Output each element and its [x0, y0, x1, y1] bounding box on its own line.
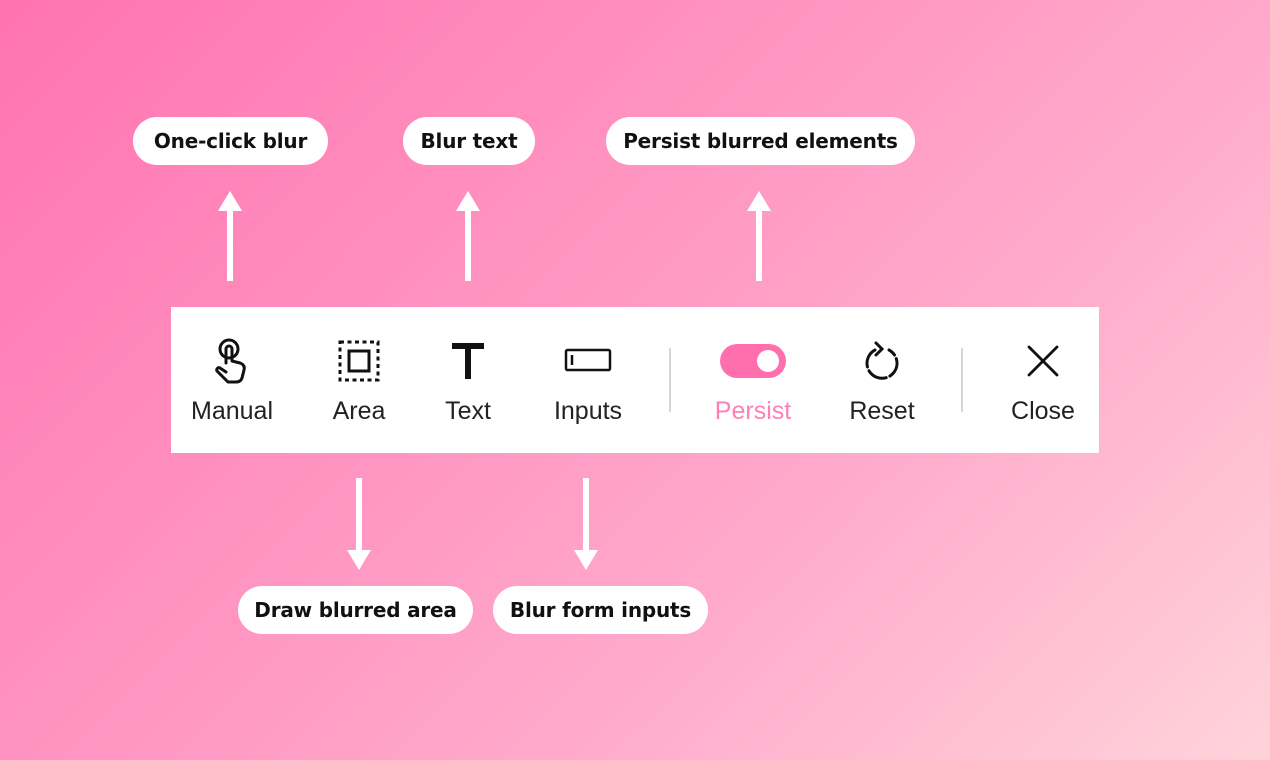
callout-one-click-blur: One-click blur	[133, 117, 328, 165]
arrow-up-icon	[456, 191, 480, 281]
manual-label: Manual	[191, 397, 273, 425]
callout-blur-form-inputs: Blur form inputs	[493, 586, 708, 634]
text-t-icon	[451, 337, 485, 385]
callout-persist-blurred-elements: Persist blurred elements	[606, 117, 915, 165]
text-label: Text	[445, 397, 491, 425]
dashed-square-icon	[338, 337, 380, 385]
close-icon	[1026, 337, 1060, 385]
callout-blur-text: Blur text	[403, 117, 535, 165]
persist-toggle[interactable]: Persist	[703, 307, 803, 453]
manual-button[interactable]: Manual	[183, 307, 281, 453]
area-label: Area	[332, 397, 386, 425]
callout-draw-blurred-area: Draw blurred area	[238, 586, 473, 634]
toolbar-divider	[961, 348, 963, 412]
persist-label: Persist	[714, 397, 792, 425]
blur-toolbar: Manual Area Text Inputs	[171, 307, 1099, 453]
arrow-down-icon	[347, 478, 371, 570]
close-label: Close	[1011, 397, 1075, 425]
arrow-up-icon	[218, 191, 242, 281]
close-button[interactable]: Close	[997, 307, 1089, 453]
area-button[interactable]: Area	[314, 307, 404, 453]
toolbar-divider	[669, 348, 671, 412]
reset-icon	[862, 337, 902, 385]
arrow-down-icon	[574, 478, 598, 570]
inputs-label: Inputs	[553, 397, 623, 425]
arrow-up-icon	[747, 191, 771, 281]
input-field-icon	[564, 337, 612, 385]
reset-button[interactable]: Reset	[834, 307, 930, 453]
inputs-button[interactable]: Inputs	[541, 307, 635, 453]
toggle-icon	[720, 337, 786, 385]
text-button[interactable]: Text	[428, 307, 508, 453]
reset-label: Reset	[849, 397, 915, 425]
hand-pointer-icon	[212, 337, 252, 385]
